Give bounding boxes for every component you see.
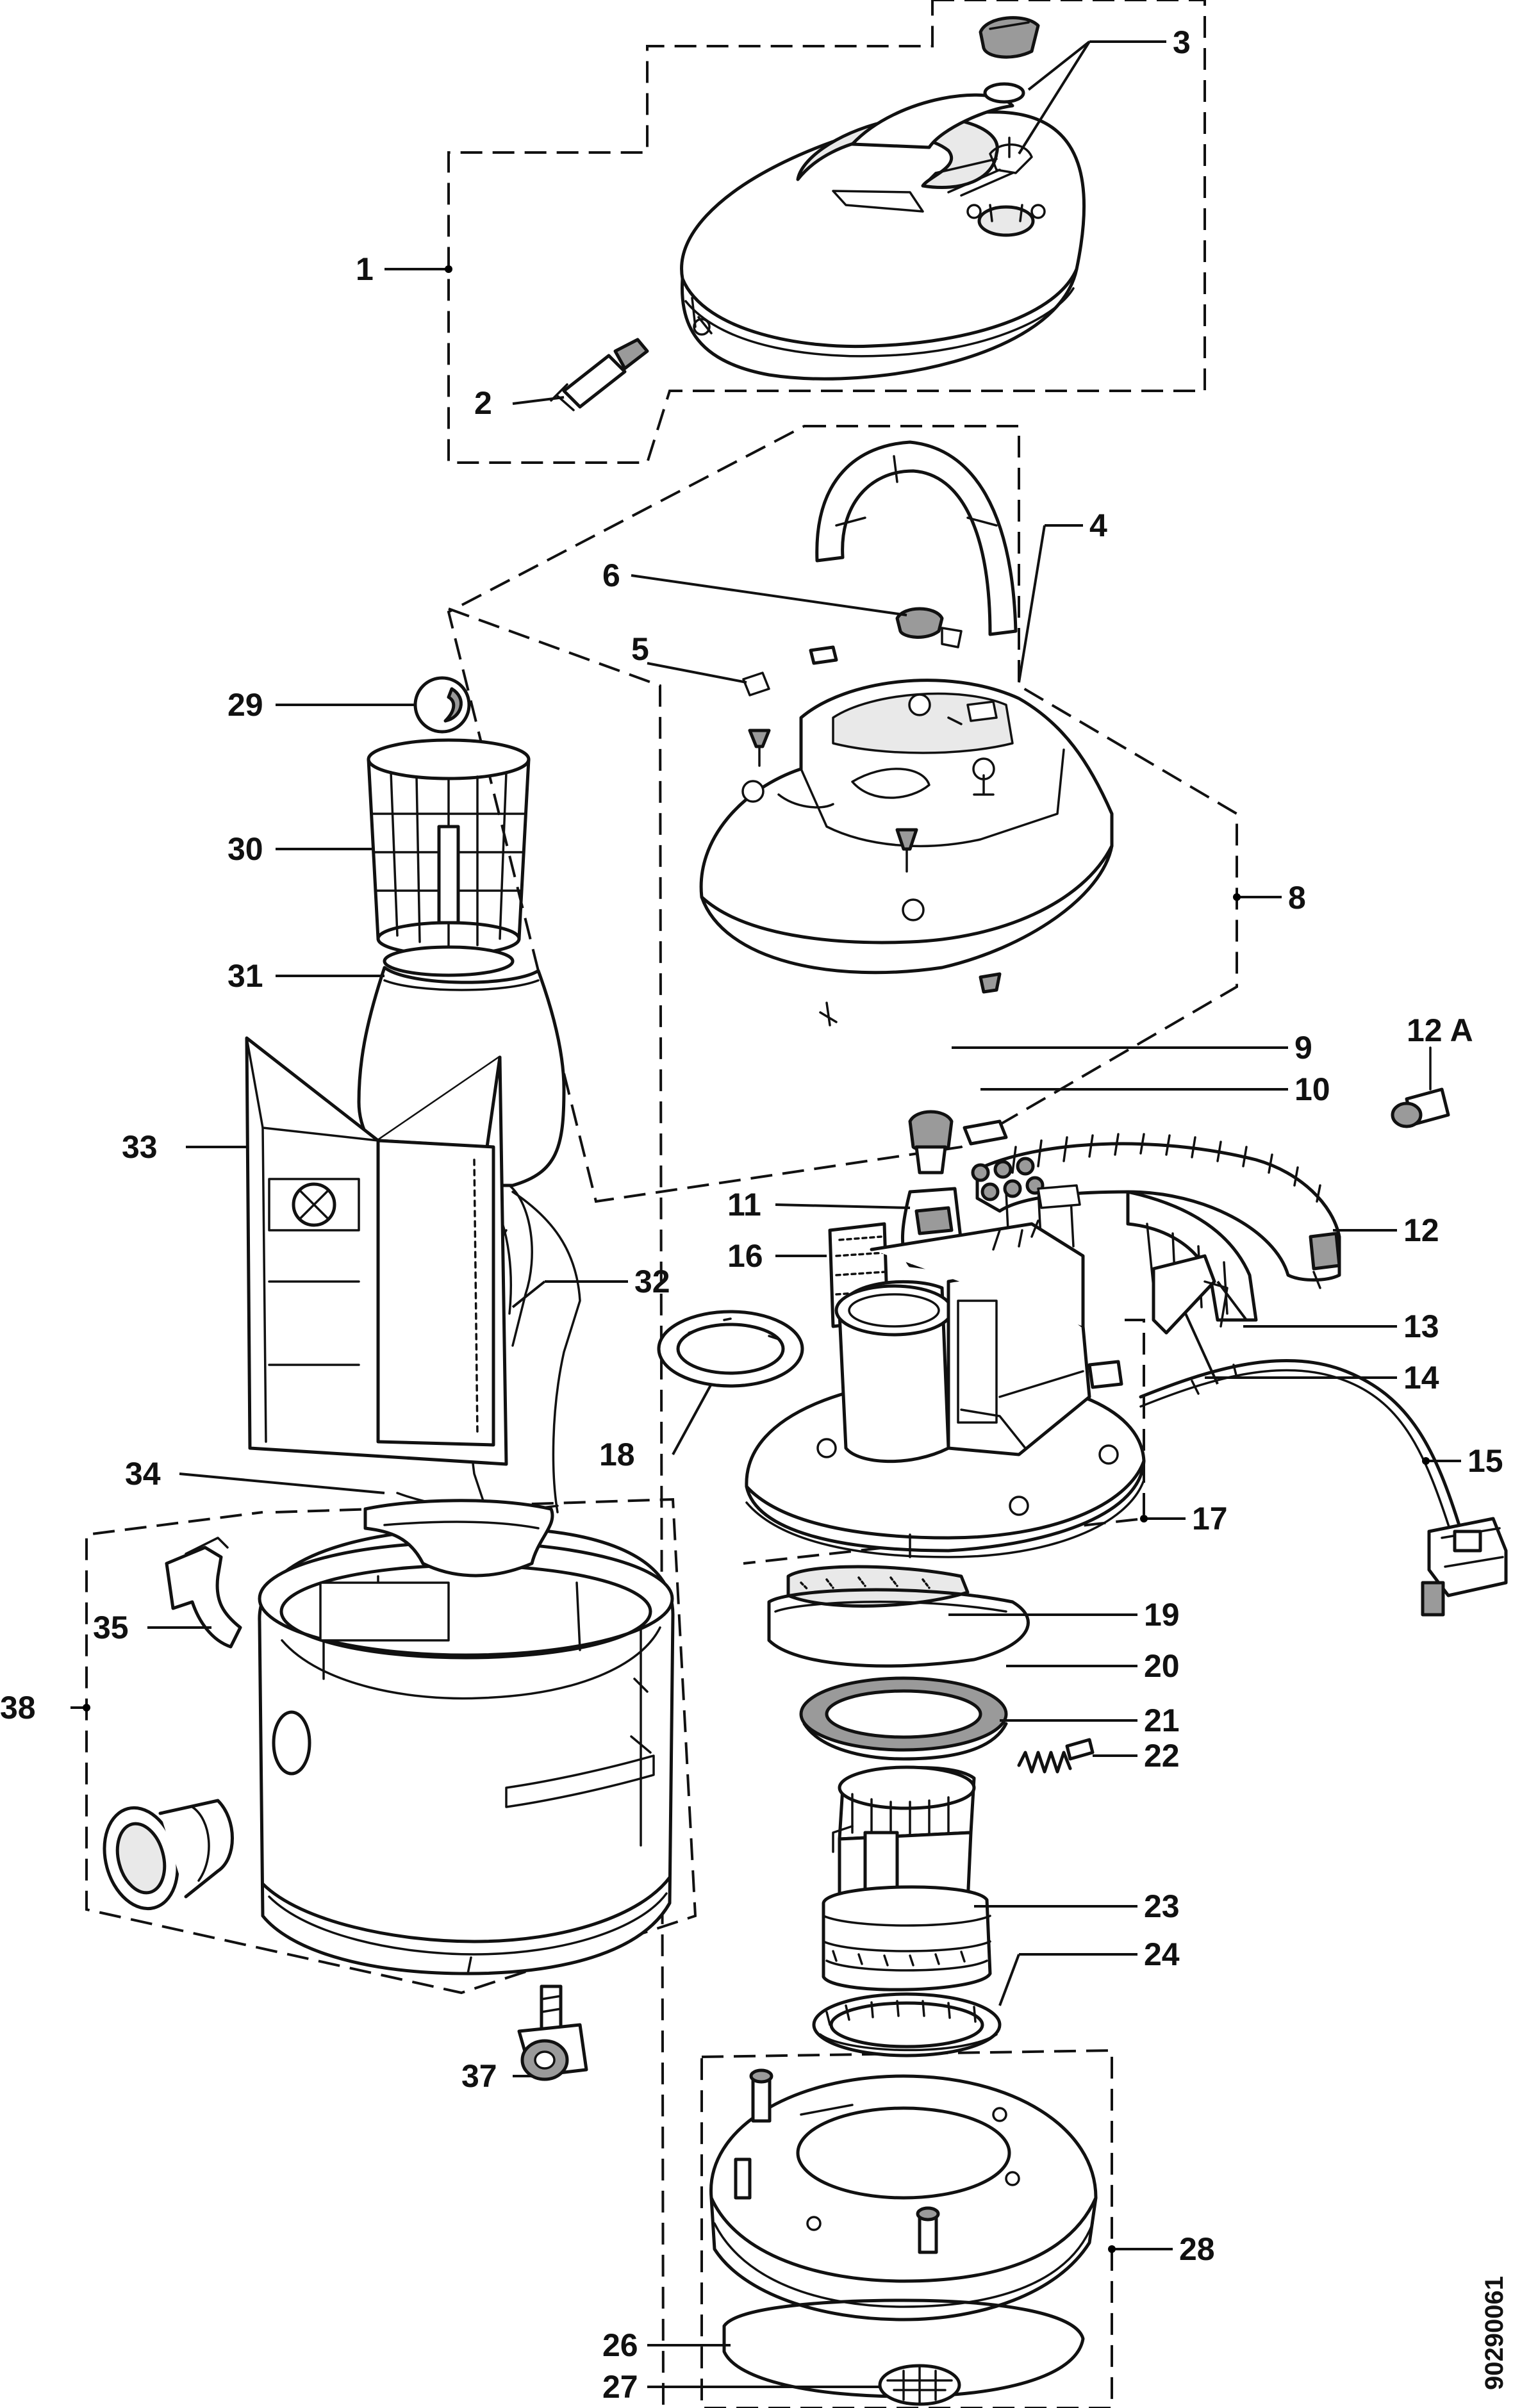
label-34: 34 xyxy=(125,1456,161,1492)
label-12a: 12 A xyxy=(1407,1012,1473,1048)
screw-left xyxy=(748,729,771,748)
label-28: 28 xyxy=(1179,2231,1215,2267)
outline-container-assembly xyxy=(85,1497,697,1995)
label-14: 14 xyxy=(1403,1360,1439,1396)
lid xyxy=(680,93,1086,381)
label-26: 26 xyxy=(602,2327,638,2363)
label-1: 1 xyxy=(356,251,374,287)
filter-disc xyxy=(878,2364,961,2406)
assembly-outlines xyxy=(85,0,1238,2408)
float-ball xyxy=(413,676,471,734)
hinge-pin xyxy=(550,338,649,411)
label-24: 24 xyxy=(1144,1936,1180,1972)
hose-inlet xyxy=(103,1799,234,1911)
label-32: 32 xyxy=(634,1264,670,1299)
label-17: 17 xyxy=(1192,1501,1228,1537)
power-cable xyxy=(1139,1359,1508,1617)
outline-filter-assembly xyxy=(448,607,665,2408)
base-housing xyxy=(709,2068,1098,2321)
outline-lid-assembly xyxy=(447,0,1206,464)
label-27: 27 xyxy=(602,2369,638,2405)
base-seal xyxy=(722,2298,1085,2398)
seal-flat xyxy=(767,1588,1030,1668)
label-6: 6 xyxy=(602,557,620,593)
container xyxy=(258,1526,675,1975)
label-16: 16 xyxy=(727,1238,763,1274)
label-11: 11 xyxy=(727,1187,761,1223)
seal-ring xyxy=(657,1310,804,1388)
motor-support-ring xyxy=(812,1992,1002,2058)
label-19: 19 xyxy=(1144,1597,1180,1633)
motor-housing-upper xyxy=(745,1219,1146,1558)
motor-seal xyxy=(799,1676,1008,1761)
gasket-foam xyxy=(786,1565,970,1608)
cable-grommet xyxy=(895,607,944,639)
label-15: 15 xyxy=(1468,1443,1503,1479)
label-33: 33 xyxy=(122,1129,158,1165)
castor-wheel xyxy=(517,1984,588,2081)
switch-knob xyxy=(908,1110,954,1175)
label-22: 22 xyxy=(1144,1738,1180,1774)
insulator-strip xyxy=(1152,1254,1228,1335)
label-2: 2 xyxy=(474,385,492,421)
screw-bottom-right xyxy=(979,972,1002,994)
label-20: 20 xyxy=(1144,1648,1180,1684)
lid-clip xyxy=(979,16,1040,174)
drawing-reference-number: 90290061 xyxy=(1480,2276,1509,2390)
part-number-labels: 1 2 3 4 5 6 8 9 10 11 12 12 A 13 14 15 1… xyxy=(0,24,1503,2405)
label-21: 21 xyxy=(1144,1703,1180,1738)
label-8: 8 xyxy=(1288,880,1306,916)
label-4: 4 xyxy=(1089,507,1107,543)
label-30: 30 xyxy=(227,831,263,867)
label-31: 31 xyxy=(227,958,263,994)
label-18: 18 xyxy=(599,1437,635,1472)
spring xyxy=(1017,1738,1095,1774)
screw-top xyxy=(809,645,838,665)
container-seal xyxy=(363,1499,554,1578)
nut-right xyxy=(966,700,998,722)
outline-base-assembly xyxy=(700,2049,1113,2408)
screw-center xyxy=(895,828,918,851)
leader-lines xyxy=(70,40,1461,2388)
label-13: 13 xyxy=(1403,1308,1439,1344)
filter-cage xyxy=(367,738,531,977)
screw-5 xyxy=(742,672,770,697)
label-9: 9 xyxy=(1294,1030,1312,1066)
carry-handle xyxy=(815,440,1018,636)
connector-12a xyxy=(1391,1046,1450,1128)
label-3: 3 xyxy=(1173,24,1191,60)
label-10: 10 xyxy=(1294,1071,1330,1107)
label-38: 38 xyxy=(0,1690,36,1726)
label-12: 12 xyxy=(1403,1212,1439,1248)
label-29: 29 xyxy=(227,687,263,723)
motor-cover xyxy=(699,679,1114,975)
switch-cap xyxy=(963,1119,1008,1146)
outline-motor-cover-assembly xyxy=(447,425,1238,1203)
circuit-board xyxy=(971,1133,1341,1289)
motor-unit xyxy=(822,1765,992,1992)
label-5: 5 xyxy=(631,631,649,667)
motor-cover-fittings xyxy=(742,607,1002,1027)
label-23: 23 xyxy=(1144,1888,1180,1924)
paper-dust-bag xyxy=(245,1036,508,1466)
label-37: 37 xyxy=(461,2058,497,2094)
screw-bottom-left xyxy=(819,1002,838,1027)
container-clip xyxy=(165,1537,242,1649)
label-35: 35 xyxy=(93,1610,129,1645)
